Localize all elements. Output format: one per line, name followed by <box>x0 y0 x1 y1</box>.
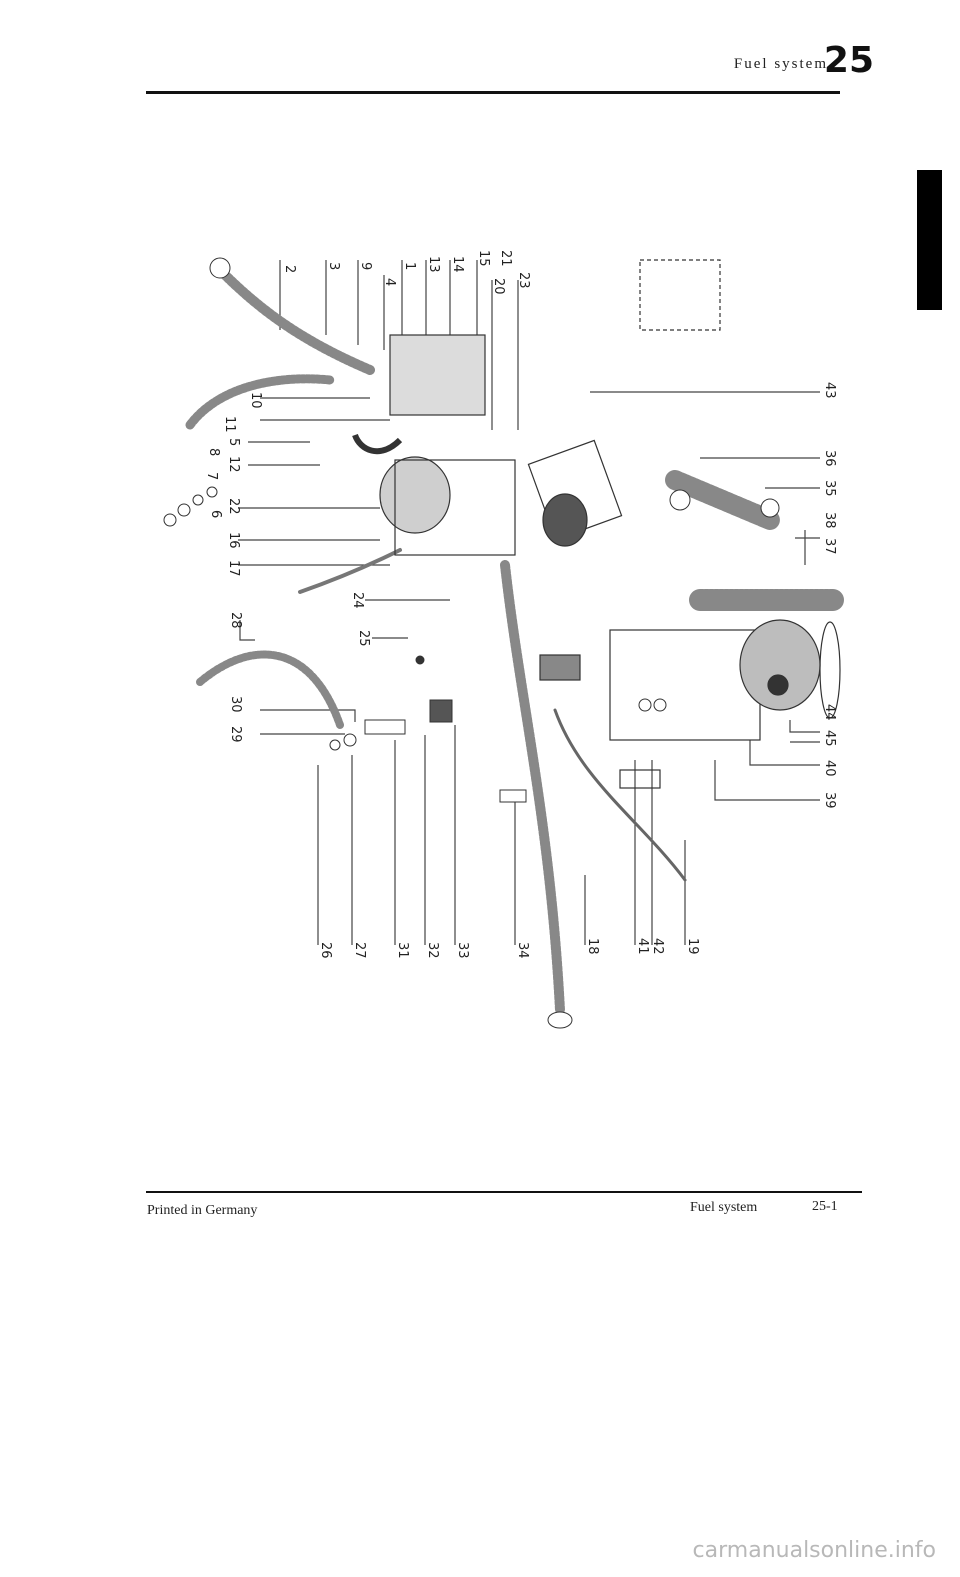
header-rule <box>146 91 840 94</box>
watermark-text: carmanualsonline.info <box>692 1538 936 1563</box>
part-label-20: 20 <box>491 278 506 295</box>
part-label-28: 28 <box>228 612 243 629</box>
footer-rule <box>146 1191 862 1193</box>
part-label-5: 5 <box>226 438 241 446</box>
section-title: Fuel system <box>733 56 828 72</box>
thumb-index-tab <box>917 170 942 310</box>
section-number: 25 <box>823 40 874 81</box>
part-label-17: 17 <box>226 560 241 577</box>
part-label-38: 38 <box>822 512 837 529</box>
part-label-21: 21 <box>498 250 513 267</box>
part-label-7: 7 <box>204 472 219 480</box>
part-label-34: 34 <box>515 942 530 959</box>
part-label-2: 2 <box>282 265 297 273</box>
part-label-31: 31 <box>395 942 410 959</box>
part-label-37: 37 <box>822 538 837 555</box>
part-label-6: 6 <box>208 510 223 518</box>
part-label-10: 10 <box>248 392 263 409</box>
part-label-45: 45 <box>822 730 837 747</box>
part-label-33: 33 <box>455 942 470 959</box>
printed-in-note: Printed in Germany <box>147 1203 258 1218</box>
part-label-32: 32 <box>425 942 440 959</box>
part-label-16: 16 <box>226 532 241 549</box>
part-label-13: 13 <box>426 256 441 273</box>
part-label-24: 24 <box>350 592 365 609</box>
part-label-9: 9 <box>358 262 373 270</box>
part-label-30: 30 <box>228 696 243 713</box>
part-label-4: 4 <box>382 278 397 286</box>
part-label-26: 26 <box>318 942 333 959</box>
part-label-25: 25 <box>356 630 371 647</box>
part-label-3: 3 <box>326 262 341 270</box>
part-label-15: 15 <box>476 250 491 267</box>
part-label-29: 29 <box>228 726 243 743</box>
fuel-system-exploded-diagram: 2 3 9 4 1 13 14 15 20 21 23 10 11 5 8 12… <box>163 250 846 1029</box>
part-label-23: 23 <box>516 272 531 289</box>
part-label-36: 36 <box>822 450 837 467</box>
part-label-40: 40 <box>822 760 837 777</box>
part-label-19: 19 <box>685 938 700 955</box>
part-label-18: 18 <box>585 938 600 955</box>
part-label-43: 43 <box>822 382 837 399</box>
part-label-12: 12 <box>226 456 241 473</box>
part-label-41: 41 <box>635 938 650 955</box>
part-label-42: 42 <box>650 938 665 955</box>
part-label-14: 14 <box>450 256 465 273</box>
part-label-11: 11 <box>222 416 237 433</box>
part-label-39: 39 <box>822 792 837 809</box>
page-number: 25-1 <box>812 1199 838 1214</box>
part-label-35: 35 <box>822 480 837 497</box>
part-label-8: 8 <box>206 448 221 456</box>
part-label-1: 1 <box>402 262 417 270</box>
part-label-44: 44 <box>822 704 837 721</box>
part-label-22: 22 <box>226 498 241 515</box>
footer-section-name: Fuel system <box>690 1200 758 1215</box>
part-label-27: 27 <box>352 942 367 959</box>
